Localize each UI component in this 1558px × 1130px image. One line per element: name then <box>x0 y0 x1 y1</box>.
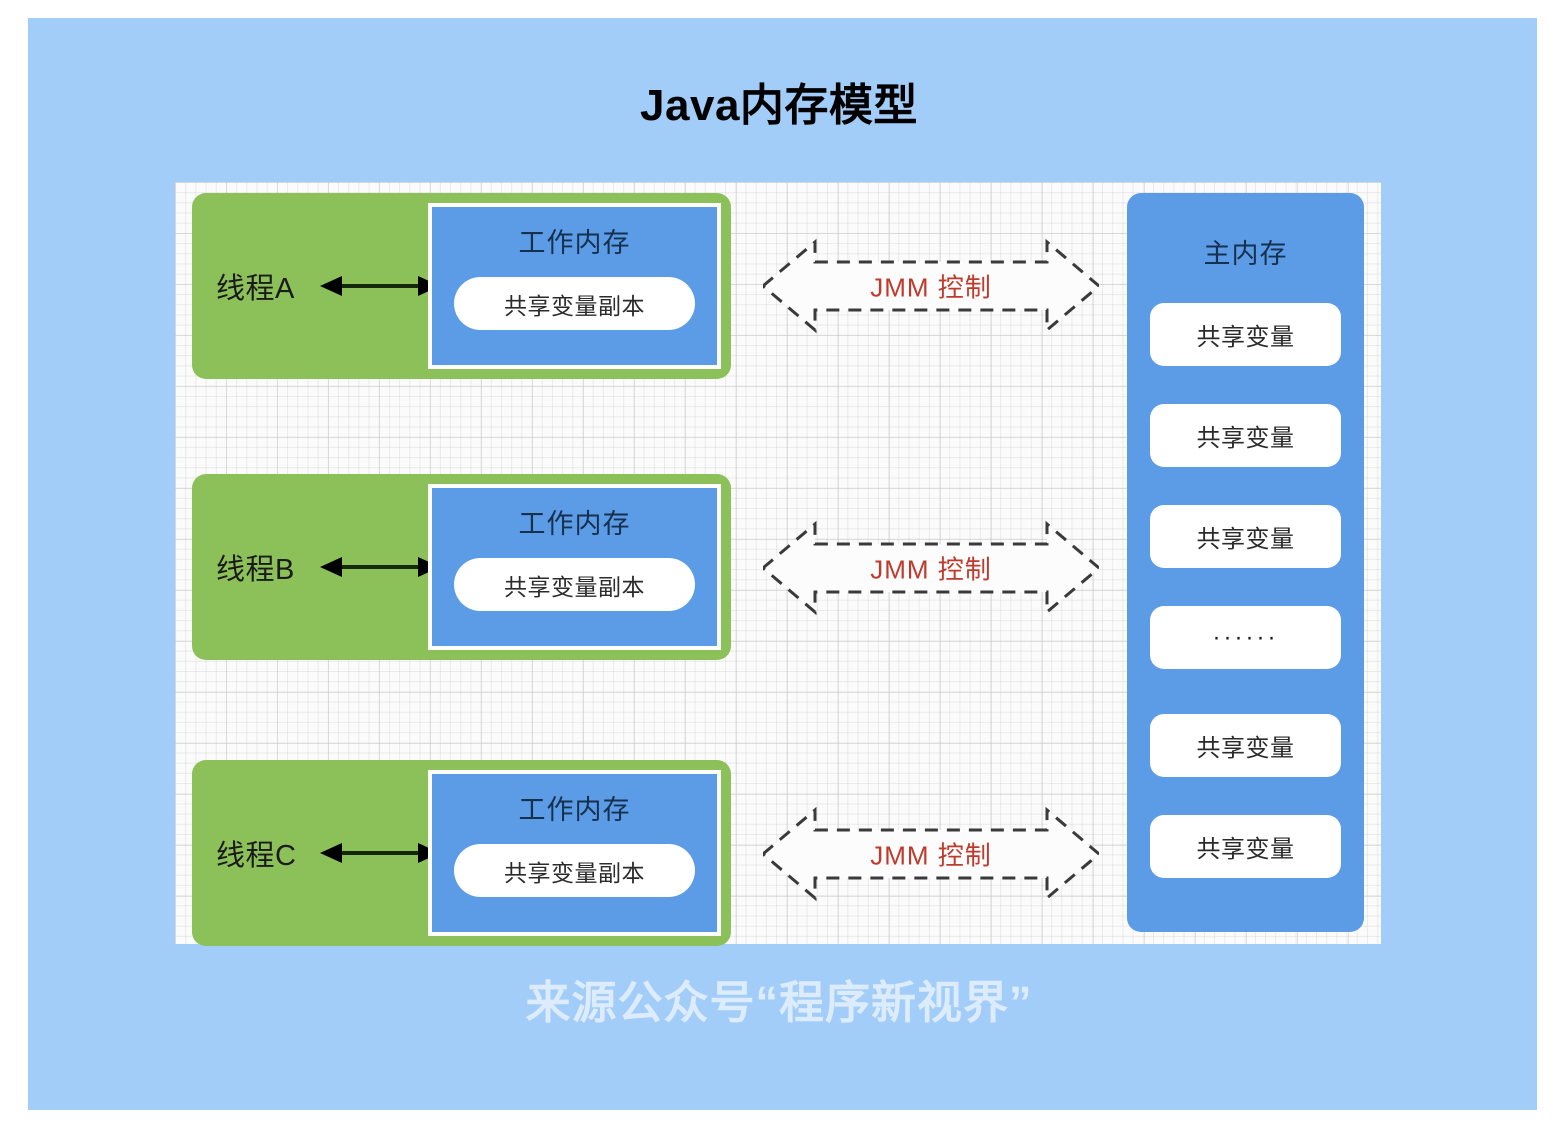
thread-block-c: 线程C 工作内存 共享变量副本 <box>192 760 731 946</box>
work-memory-title-b: 工作内存 <box>518 509 631 539</box>
thread-label-b: 线程B <box>216 554 295 586</box>
work-memory-title-c: 工作内存 <box>518 795 631 825</box>
work-memory-title-a: 工作内存 <box>518 228 631 258</box>
jmm-control-arrow-c: JMM 控制 <box>763 802 1099 906</box>
jmm-control-arrow-b: JMM 控制 <box>763 516 1099 620</box>
thread-label-a: 线程A <box>216 273 295 305</box>
double-arrow-horizontal-icon <box>320 271 440 301</box>
thread-label-c: 线程C <box>216 840 297 872</box>
double-arrow-dashed-icon <box>763 520 1099 616</box>
main-memory-item-ellipsis: ······ <box>1150 606 1341 669</box>
double-arrow-dashed-icon <box>763 238 1099 334</box>
main-memory-item: 共享变量 <box>1150 714 1341 777</box>
double-arrow-dashed-icon <box>763 806 1099 902</box>
watermark-text: 来源公众号“程序新视界” <box>525 977 1033 1028</box>
main-memory-title: 主内存 <box>1203 239 1288 269</box>
jmm-control-arrow-a: JMM 控制 <box>763 234 1099 338</box>
main-memory-item: 共享变量 <box>1150 505 1341 568</box>
double-arrow-horizontal-icon <box>320 838 440 868</box>
main-memory-item: 共享变量 <box>1150 815 1341 878</box>
work-memory-b: 工作内存 共享变量副本 <box>428 484 721 650</box>
diagram-canvas: 线程A 工作内存 共享变量副本 线程B <box>175 182 1381 946</box>
main-memory-item: 共享变量 <box>1150 404 1341 467</box>
shared-variable-copy-b: 共享变量副本 <box>454 558 695 611</box>
page-title: Java内存模型 <box>640 81 918 130</box>
work-memory-a: 工作内存 共享变量副本 <box>428 203 721 369</box>
thread-block-a: 线程A 工作内存 共享变量副本 <box>192 193 731 379</box>
double-arrow-horizontal-icon <box>320 552 440 582</box>
shared-variable-copy-a: 共享变量副本 <box>454 277 695 330</box>
main-memory-item: 共享变量 <box>1150 303 1341 366</box>
main-memory-block: 主内存 共享变量 共享变量 共享变量 ······ 共享变量 共享变量 <box>1127 193 1364 932</box>
work-memory-c: 工作内存 共享变量副本 <box>428 770 721 936</box>
thread-block-b: 线程B 工作内存 共享变量副本 <box>192 474 731 660</box>
shared-variable-copy-c: 共享变量副本 <box>454 844 695 897</box>
